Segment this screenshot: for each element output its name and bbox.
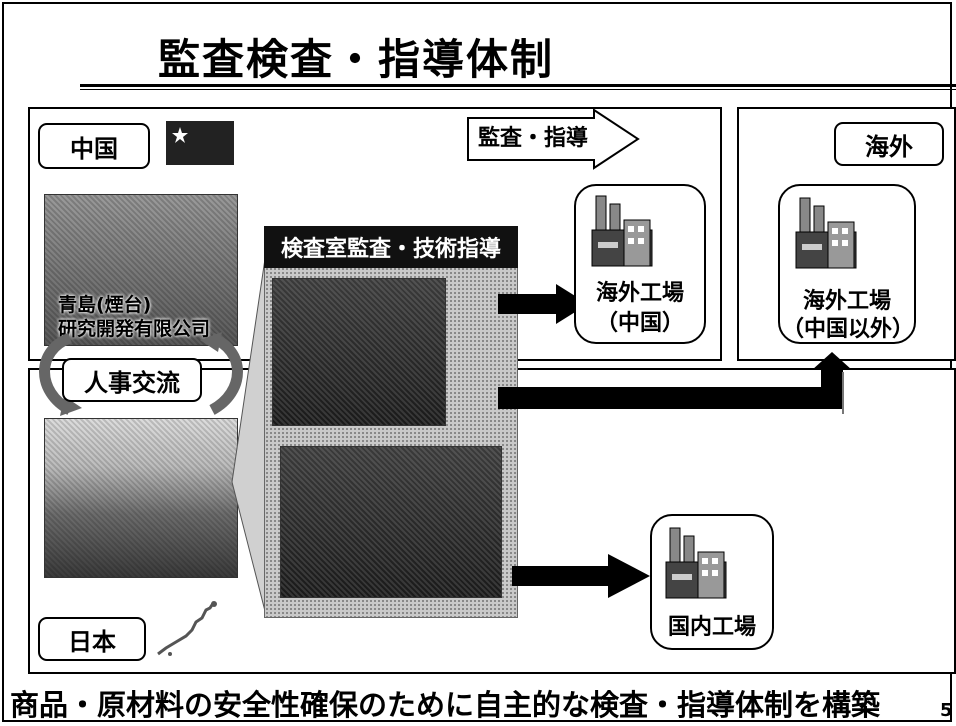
title-underline-thin	[80, 89, 956, 90]
page-title: 監査検査・指導体制	[158, 35, 555, 84]
lab-photo-bottom	[280, 446, 502, 598]
footer-statement: 商品・原材料の安全性確保のために自主的な検査・指導体制を構築	[10, 688, 881, 722]
factory-icon	[665, 527, 727, 599]
exchange-arrows-icon	[39, 332, 243, 416]
arrow-to-domestic	[512, 554, 650, 598]
page-number: 5	[940, 700, 953, 721]
china-center-caption-line2: 研究開発有限公司	[58, 318, 211, 340]
audit-guidance-label: 監査・指導	[478, 126, 589, 151]
factory-icon	[795, 197, 857, 269]
overseas-other-factory-line1: 海外工場	[802, 289, 891, 314]
overseas-other-factory-line2: （中国以外）	[782, 317, 915, 342]
title-underline	[80, 84, 956, 87]
domestic-factory-label: 国内工場	[667, 615, 756, 640]
china-center-caption-line1: 青島(煙台)	[58, 294, 152, 316]
japan-label: 日本	[38, 617, 146, 661]
lab-header: 検査室監査・技術指導	[264, 226, 518, 268]
overseas-china-factory-line1: 海外工場	[595, 281, 684, 306]
lab-photo-top	[272, 278, 446, 426]
factory-icon	[591, 195, 653, 267]
overseas-label: 海外	[834, 122, 944, 166]
china-flag-icon	[166, 121, 234, 165]
arrow-to-overseas-china	[498, 284, 588, 324]
japan-map-icon	[157, 601, 217, 656]
audit-guidance-arrow	[467, 108, 640, 170]
personnel-exchange-label: 人事交流	[62, 358, 202, 402]
china-research-center-photo	[44, 194, 238, 346]
japan-center-photo	[44, 418, 238, 578]
arrow-to-overseas-other	[498, 352, 852, 414]
overseas-china-factory-line2: （中国）	[595, 311, 684, 336]
china-label: 中国	[38, 123, 150, 169]
